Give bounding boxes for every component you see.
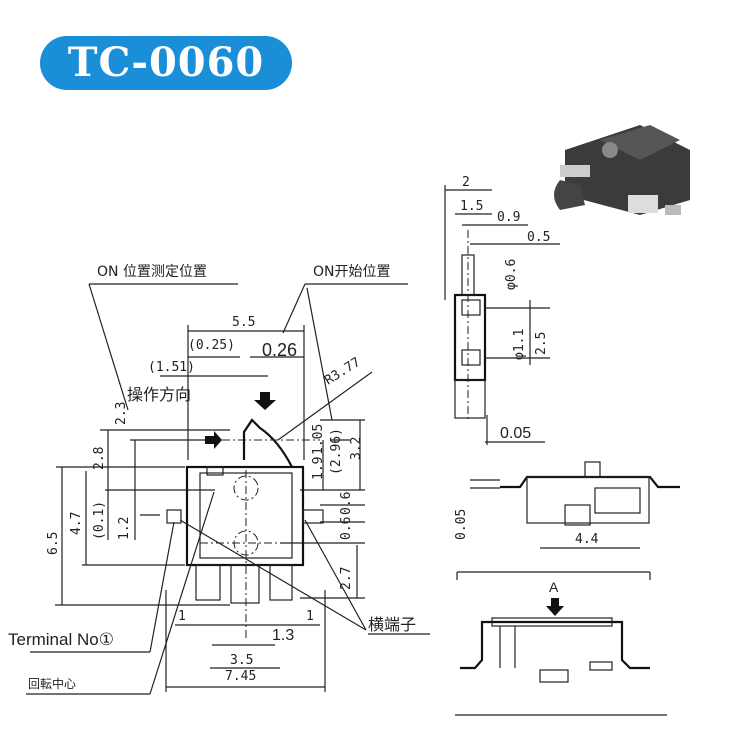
dim-0.25: (0.25) (188, 338, 235, 353)
operate-direction-label: 操作方向 (127, 385, 191, 404)
dim-1.51: (1.51) (148, 360, 195, 375)
dim-0.9: 0.9 (497, 210, 520, 225)
dim-1.05: 1.05 (311, 424, 326, 455)
dim-0.1: (0.1) (92, 501, 107, 540)
dim-3.2: 3.2 (349, 437, 364, 460)
switch-profile-view (500, 461, 680, 526)
on-measure-label: ON 位置测定位置 (97, 264, 207, 280)
dim-2.96: (2.96) (329, 428, 344, 475)
dim-3.5: 3.5 (230, 653, 253, 668)
dim-6.5: 6.5 (46, 532, 61, 555)
dim-1.3: 1.3 (272, 627, 294, 644)
dim-phi1.1: φ1.1 (512, 329, 527, 360)
model-title-badge: TC-0060 (40, 36, 292, 90)
dim-2.5: 2.5 (534, 332, 549, 355)
dim-0.5: 0.5 (527, 230, 550, 245)
on-start-label: ON开始位置 (313, 264, 391, 280)
dim-2: 2 (462, 175, 470, 190)
dim-0.6a: 0.6 (339, 492, 354, 515)
dim-0.6b: 0.6 (339, 517, 354, 540)
dim-5.5: 5.5 (232, 315, 255, 330)
switch-front-view (166, 465, 324, 640)
press-arrow-icon (254, 392, 276, 410)
dim-7.45: 7.45 (225, 669, 256, 684)
side-terminal-label: 横端子 (368, 615, 416, 634)
dim-1.2: 1.2 (117, 517, 132, 540)
operate-arrow-icon (205, 431, 222, 449)
dim-phi0.6: φ0.6 (504, 259, 519, 290)
rotation-center-label: 回転中心 (28, 676, 76, 691)
terminal-no1-label: Terminal No① (8, 630, 114, 649)
dim-0.26: 0.26 (262, 340, 297, 360)
dim-0.05-bottom: 0.05 (454, 509, 469, 540)
switch-view-a (460, 617, 650, 683)
dim-1b: 1 (306, 609, 314, 624)
switch-side-view (453, 230, 487, 420)
view-a-label: A (549, 579, 559, 595)
dim-0.05-side: 0.05 (500, 425, 531, 442)
dim-1.5: 1.5 (460, 199, 483, 214)
dim-4.4: 4.4 (575, 532, 599, 547)
dim-2.3: 2.3 (114, 402, 129, 425)
dim-1.9: 1.9 (311, 457, 326, 480)
dim-2.7: 2.7 (339, 567, 354, 590)
view-a-arrow-icon (546, 598, 564, 616)
dim-4.7: 4.7 (69, 512, 84, 535)
product-photo (554, 125, 690, 215)
dim-2.8: 2.8 (92, 447, 107, 470)
dim-1a: 1 (178, 609, 186, 624)
